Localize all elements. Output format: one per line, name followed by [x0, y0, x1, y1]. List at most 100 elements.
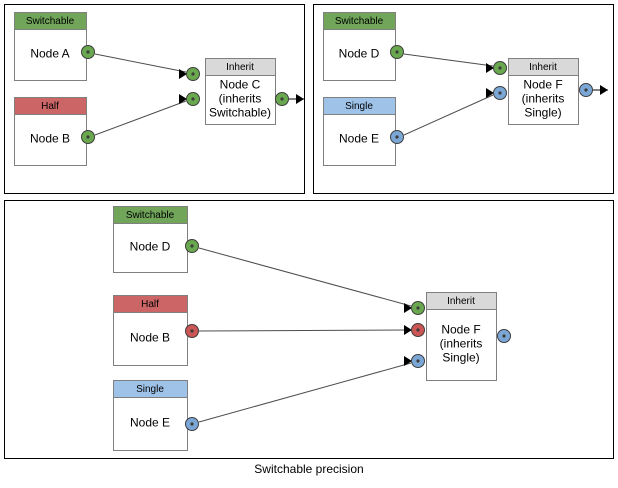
node-d-bottom-line-0: Node D — [130, 240, 171, 254]
port-c-in-1[interactable] — [179, 67, 200, 81]
node-f-bottom-line-0: Node F — [441, 323, 480, 337]
port-f-in-3-bottom-center-dot-icon — [416, 359, 420, 363]
port-c-in-2-center-dot-icon — [191, 97, 195, 101]
edge-d-f-top — [403, 53, 494, 67]
node-b-line-0: Node B — [30, 132, 70, 146]
port-f-in-2-top-arrowhead-icon — [486, 88, 494, 98]
node-f-top-line-2: Single) — [524, 106, 561, 120]
node-a-line-0: Node A — [30, 47, 69, 61]
edge-e-f-bottom — [198, 362, 412, 423]
port-f-in-1-bottom[interactable] — [404, 301, 425, 315]
port-c-in-2[interactable] — [179, 92, 200, 106]
port-f-out-bottom[interactable] — [497, 329, 511, 343]
edge-a-c — [94, 53, 187, 73]
node-a-header-label: Switchable — [26, 16, 75, 27]
port-d-out-top-center-dot-icon — [395, 50, 399, 54]
port-f-in-1-top-center-dot-icon — [498, 66, 502, 70]
port-c-out-center-dot-icon — [280, 97, 284, 101]
node-a-header[interactable] — [14, 12, 87, 30]
port-f-in-1-top-arrowhead-icon — [486, 63, 494, 73]
port-f-in-2-bottom[interactable] — [404, 323, 425, 337]
node-e-bottom-header[interactable] — [113, 380, 188, 398]
diagram-caption: Switchable precision — [254, 462, 363, 476]
node-e-bottom-header-label: Single — [136, 384, 164, 395]
node-d-top-line-0: Node D — [339, 47, 380, 61]
port-f-in-3-bottom[interactable] — [404, 354, 425, 368]
node-b-bottom-header-label: Half — [141, 299, 159, 310]
port-f-out-top-center-dot-icon — [584, 88, 588, 92]
panel-bottom-border — [4, 200, 614, 459]
port-f-out-top[interactable] — [579, 83, 609, 97]
port-b-out[interactable] — [81, 130, 95, 144]
port-e-out-top[interactable] — [390, 130, 404, 144]
port-a-out-center-dot-icon — [86, 50, 90, 54]
node-d-top-header[interactable] — [323, 12, 396, 30]
port-f-in-1-bottom-arrowhead-icon — [404, 303, 412, 313]
node-e-top-header[interactable] — [323, 97, 396, 115]
node-b-header-label: Half — [41, 101, 59, 112]
port-f-out-bottom-center-dot-icon — [502, 334, 506, 338]
port-f-in-3-bottom-arrowhead-icon — [404, 356, 412, 366]
node-f-top-line-1: (inherits — [522, 92, 565, 106]
port-b-out-center-dot-icon — [86, 135, 90, 139]
port-f-in-1-bottom-center-dot-icon — [416, 306, 420, 310]
port-d-out-top[interactable] — [390, 45, 404, 59]
node-c-line-0: Node C — [220, 78, 261, 92]
edge-d-f-bottom — [198, 247, 412, 307]
node-b-header[interactable] — [14, 97, 87, 115]
port-f-in-2-top-center-dot-icon — [498, 91, 502, 95]
node-c-header[interactable] — [205, 58, 276, 76]
port-e-out-bottom[interactable] — [185, 417, 199, 431]
node-c-line-2: Switchable) — [209, 106, 271, 120]
node-f-bottom-line-1: (inherits — [440, 337, 483, 351]
edge-b-f-bottom — [198, 329, 412, 332]
node-d-bottom-header[interactable] — [113, 206, 188, 224]
node-c-line-1: (inherits — [219, 92, 262, 106]
port-f-in-1-top[interactable] — [486, 61, 507, 75]
port-a-out[interactable] — [81, 45, 95, 59]
node-d-bottom-header-label: Switchable — [126, 210, 175, 221]
node-b-bottom-header[interactable] — [113, 295, 188, 313]
port-e-out-bottom-center-dot-icon — [190, 422, 194, 426]
node-f-top-line-0: Node F — [523, 78, 562, 92]
port-c-in-1-arrowhead-icon — [179, 69, 187, 79]
node-b-bottom-line-0: Node B — [130, 331, 170, 345]
port-d-out-bottom[interactable] — [185, 239, 199, 253]
port-d-out-bottom-center-dot-icon — [190, 244, 194, 248]
port-f-out-top-arrowhead-icon — [600, 85, 608, 95]
node-f-bottom-line-2: Single) — [442, 351, 479, 365]
port-f-in-2-bottom-center-dot-icon — [416, 328, 420, 332]
edge-e-f-top — [403, 94, 494, 136]
node-e-top-header-label: Single — [345, 101, 373, 112]
port-e-out-top-center-dot-icon — [395, 135, 399, 139]
port-b-out-bottom[interactable] — [185, 324, 199, 338]
node-f-bottom-header[interactable] — [426, 292, 497, 310]
port-f-in-2-top[interactable] — [486, 86, 507, 100]
node-f-top-header[interactable] — [508, 58, 579, 76]
port-c-out-arrowhead-icon — [296, 94, 304, 104]
port-c-out[interactable] — [275, 92, 305, 106]
edge-b-c — [94, 100, 187, 136]
port-b-out-bottom-center-dot-icon — [190, 329, 194, 333]
node-e-bottom-line-0: Node E — [130, 416, 170, 430]
node-c-header-label: Inherit — [226, 62, 254, 73]
node-f-top-header-label: Inherit — [529, 62, 557, 73]
port-c-in-1-center-dot-icon — [191, 72, 195, 76]
node-d-top-header-label: Switchable — [335, 16, 384, 27]
port-f-in-2-bottom-arrowhead-icon — [404, 325, 412, 335]
